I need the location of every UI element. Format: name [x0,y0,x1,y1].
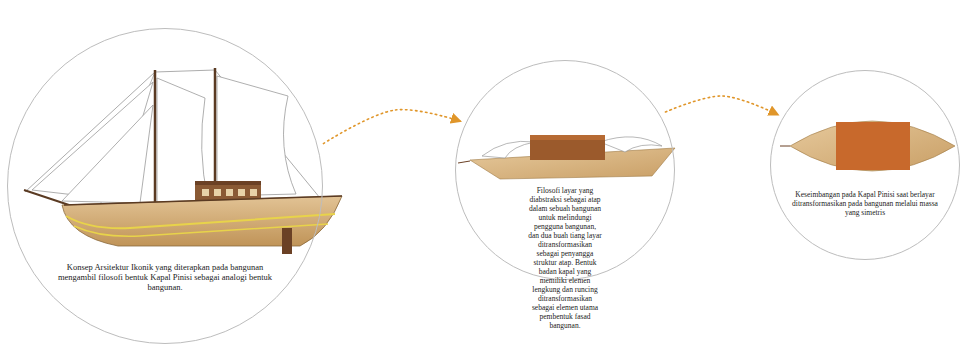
boat-top-view [780,121,955,171]
dotted-arrow [323,110,459,144]
concept-circle: Konsep Arsitektur Ikonik yang diterapkan… [7,28,323,344]
concept-circle: Filosofi layar yang diabstraksi sebagai … [455,60,675,280]
concept-circle: Keseimbangan pada Kapal Pinisi saat berl… [770,70,960,260]
caption-text: Konsep Arsitektur Ikonik yang diterapkan… [54,262,276,293]
dotted-arrow [665,96,777,115]
circle-outline [7,28,323,344]
circle-border [771,71,960,260]
caption-text: Filosofi layar yang diabstraksi sebagai … [528,186,602,330]
abstract-boat [458,135,675,179]
caption-text: Keseimbangan pada Kapal Pinisi saat berl… [792,190,938,217]
circle-outline [770,70,960,260]
circle-border [8,29,323,344]
